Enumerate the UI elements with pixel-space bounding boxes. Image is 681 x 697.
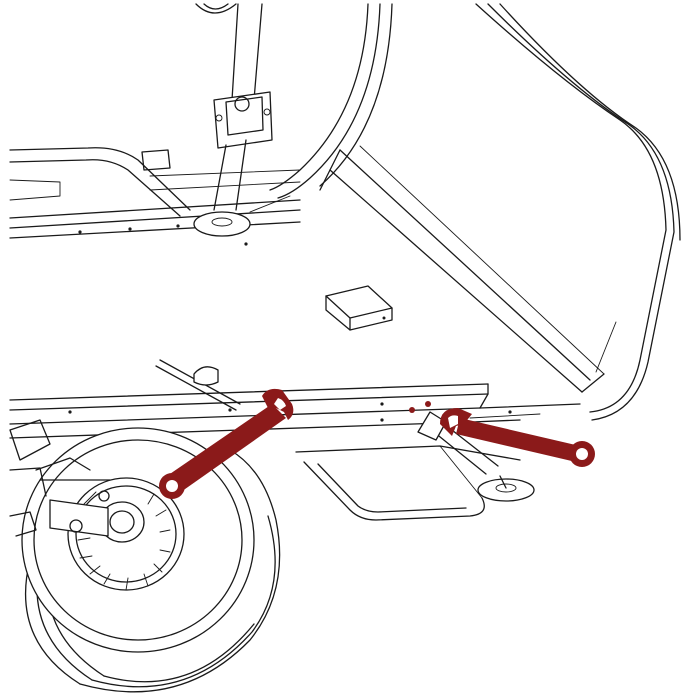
trailer-shell	[269, 3, 681, 421]
wrench-left	[159, 388, 294, 499]
wheel-assembly	[9, 419, 281, 693]
upper-jack-stand	[193, 3, 291, 246]
upper-frame	[9, 147, 301, 239]
wrench-right	[409, 401, 595, 467]
step-plate	[295, 445, 521, 521]
lower-jack-stand	[417, 411, 535, 502]
junction-box	[325, 285, 393, 331]
